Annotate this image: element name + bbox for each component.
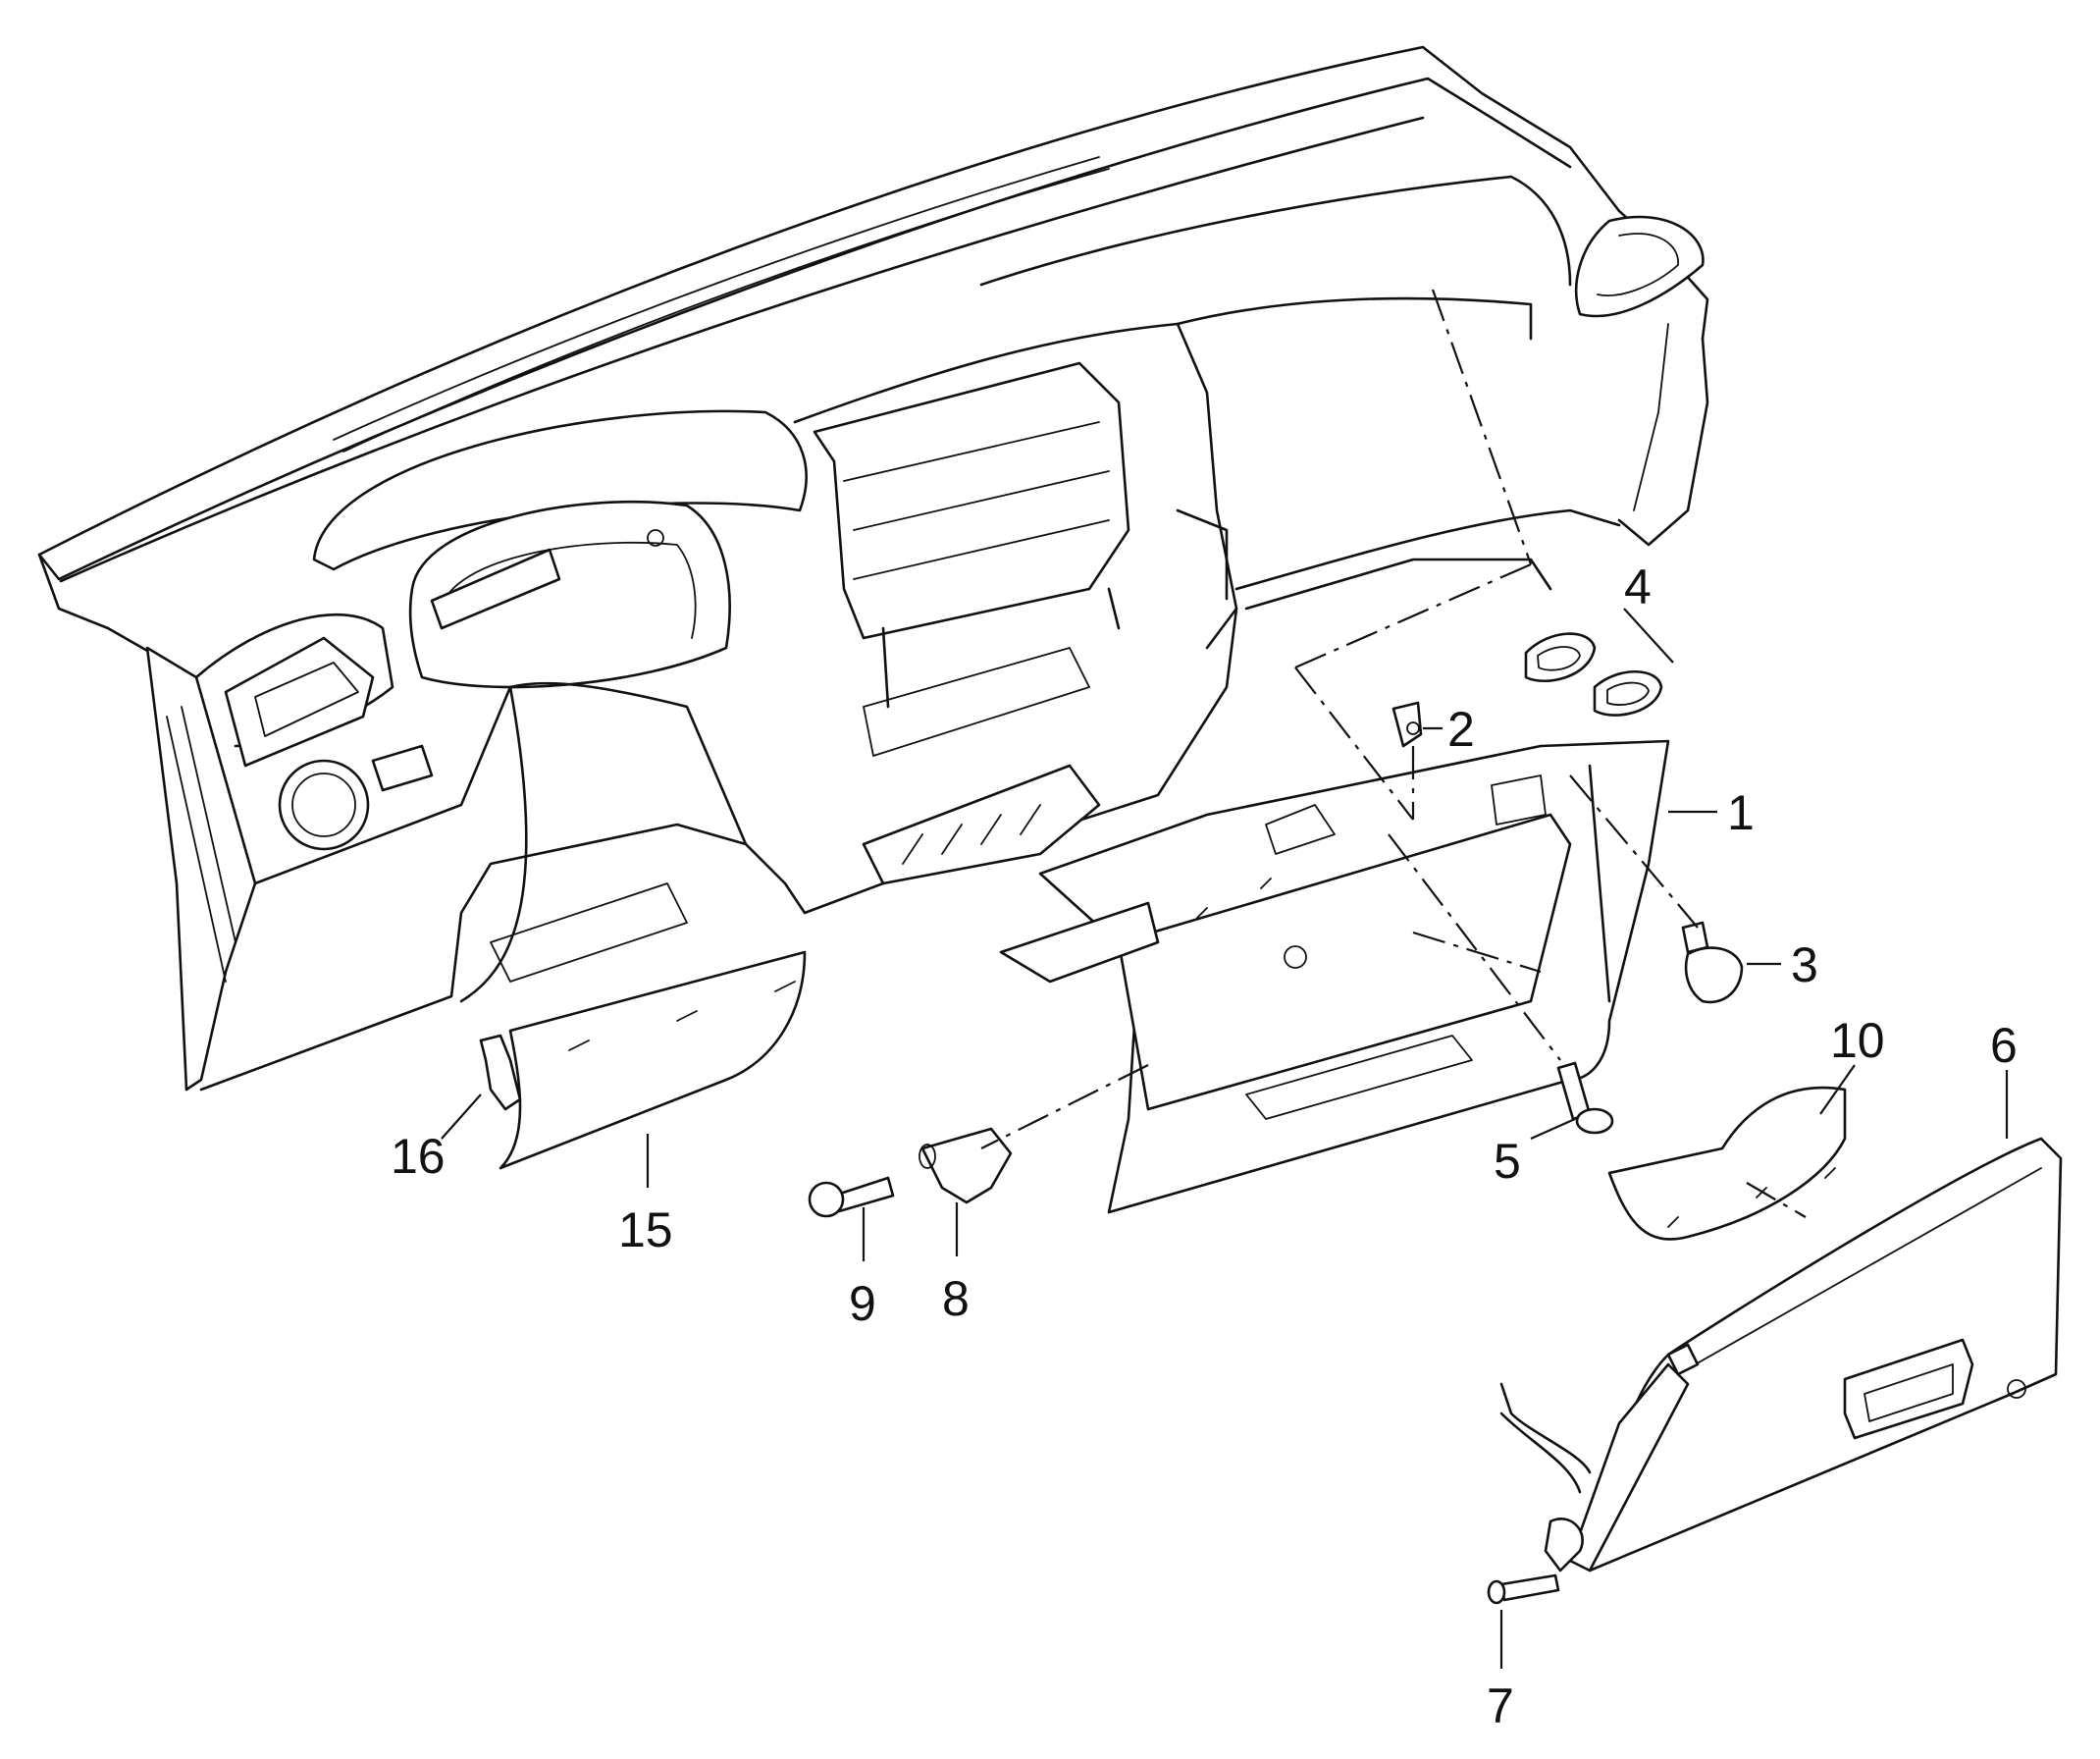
clip-part-8 (919, 1127, 1013, 1204)
assembly-lines (980, 289, 1807, 1218)
pin-part-7 (1487, 1573, 1560, 1605)
trim-clip (479, 1034, 522, 1111)
bracket-part-2 (1391, 701, 1423, 748)
callout-8: 8 (942, 1271, 970, 1326)
screw-part-5 (1556, 1061, 1614, 1135)
callout-9: 9 (849, 1276, 876, 1331)
callout-4: 4 (1624, 560, 1652, 614)
callout-3: 3 (1791, 937, 1818, 992)
callout-2: 2 (1447, 702, 1475, 757)
lower-trim-panel (499, 950, 807, 1170)
trim-insert-part-10 (1607, 1086, 1847, 1241)
callout-1: 1 (1727, 785, 1755, 840)
callout-15: 15 (618, 1202, 673, 1257)
callout-labels: 1 2 3 4 5 6 7 8 9 10 15 16 (391, 560, 2018, 1733)
leader-lines (441, 608, 2009, 1669)
grommets-part-4 (1524, 632, 1663, 717)
callout-16: 16 (391, 1129, 446, 1184)
dashboard-panel (37, 45, 1709, 1092)
damper-part-3 (1681, 921, 1744, 1004)
glove-box-housing (999, 739, 1670, 1214)
callout-10: 10 (1830, 1013, 1885, 1068)
callout-7: 7 (1487, 1679, 1514, 1733)
screw-part-9 (808, 1176, 895, 1218)
callout-5: 5 (1494, 1134, 1521, 1189)
callout-6: 6 (1990, 1018, 2018, 1073)
glove-box-lid-part-6 (1499, 1137, 2063, 1572)
